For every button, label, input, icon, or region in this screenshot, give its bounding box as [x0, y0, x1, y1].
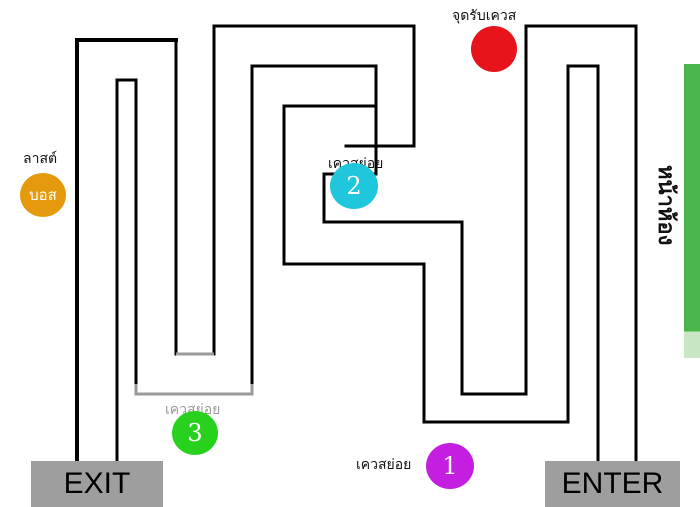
sub-quest-2-marker[interactable]: 2	[330, 163, 378, 209]
room-front-label: หน้าห้อง	[653, 165, 678, 246]
room-front-bar	[684, 64, 700, 358]
maze-wall	[75, 38, 178, 464]
sub-quest-3-number: 3	[187, 419, 203, 447]
maze-wall	[115, 78, 138, 464]
maze-wall	[250, 64, 378, 386]
sub-quest-3-marker[interactable]: 3	[172, 411, 218, 455]
sub-quest-2-number: 2	[346, 172, 362, 200]
boss-marker[interactable]: บอส	[20, 173, 66, 217]
maze-wall	[212, 24, 416, 356]
exit-box[interactable]: EXIT	[31, 461, 163, 507]
maze-wall	[282, 24, 638, 464]
maze-faded-walls	[134, 352, 254, 396]
sub-quest-1-marker[interactable]: 1	[426, 443, 474, 489]
maze-wall	[134, 384, 254, 396]
sub-quest-1-label: เควสย่อย	[356, 457, 412, 473]
boss-label: บอส	[29, 186, 57, 204]
boss-top-label: ลาสต์	[23, 151, 58, 167]
maze-walls	[75, 24, 638, 464]
quest-receive-marker[interactable]	[471, 26, 517, 72]
quest-receive-label: จุดรับเควส	[452, 8, 517, 24]
enter-box[interactable]: ENTER	[545, 461, 680, 507]
sub-quest-1-number: 1	[442, 452, 458, 480]
